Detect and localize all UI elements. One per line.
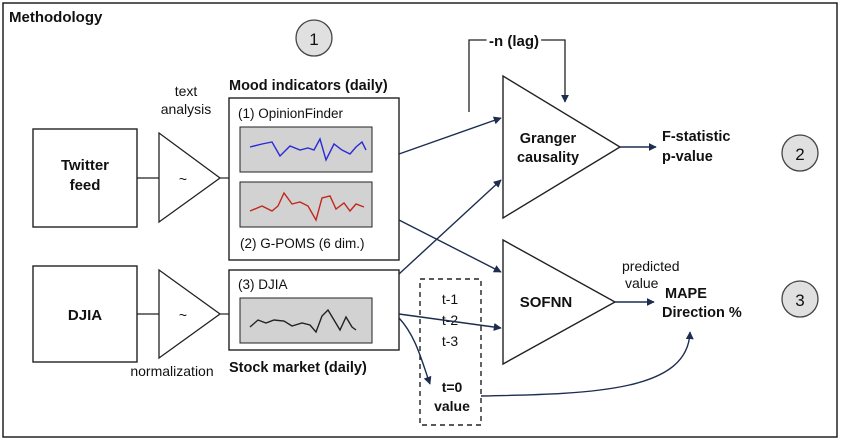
normalization-label: normalization — [130, 363, 213, 379]
filter-symbol-top: ~ — [179, 171, 187, 187]
predicted-label-line2: value — [625, 275, 659, 291]
arrow-stock-to-lags — [398, 313, 502, 331]
opinionfinder-label: (1) OpinionFinder — [238, 106, 344, 121]
sofnn-triangle — [502, 238, 617, 366]
direction-label: Direction % — [662, 305, 742, 321]
twitter-feed-box — [32, 128, 138, 228]
djia-series-label: (3) DJIA — [238, 277, 288, 292]
text-analysis-filter — [158, 131, 222, 224]
step-number-1: 1 — [309, 30, 318, 49]
t0-label-line1: t=0 — [442, 379, 463, 395]
opinionfinder-sparkline — [249, 137, 367, 162]
predicted-label-line1: predicted — [622, 258, 680, 274]
arrow-stock-to-granger — [398, 179, 502, 275]
text-analysis-label-line2: analysis — [161, 101, 212, 117]
twitter-feed-label-line1: Twitter — [61, 157, 109, 174]
djia-sparkline-bg — [239, 297, 373, 344]
mape-label: MAPE — [665, 286, 707, 302]
twitter-feed-label-line2: feed — [70, 177, 101, 194]
opinionfinder-sparkline-bg — [239, 126, 373, 173]
mood-indicators-box — [228, 97, 400, 261]
f-statistic-label: F-statistic — [662, 129, 731, 145]
arrow-t0-to-output — [480, 331, 694, 397]
stock-market-heading: Stock market (daily) — [229, 360, 367, 376]
step-circle-1: 1 — [295, 19, 333, 57]
t0-label-line2: value — [434, 398, 470, 414]
step-number-2: 2 — [795, 145, 804, 164]
sofnn-label: SOFNN — [520, 294, 573, 311]
gpoms-sparkline — [249, 191, 365, 222]
text-analysis-label-line1: text — [175, 83, 198, 99]
gpoms-label: (2) G-POMS (6 dim.) — [240, 236, 365, 251]
djia-input-box — [32, 265, 138, 363]
djia-input-label: DJIA — [68, 307, 102, 324]
granger-label-line2: causality — [517, 150, 579, 166]
step-circle-3: 3 — [781, 280, 819, 318]
arrow-mood-to-sofnn — [398, 219, 502, 273]
step-circle-2: 2 — [781, 134, 819, 172]
step-number-3: 3 — [795, 291, 804, 310]
granger-label-line1: Granger — [520, 131, 577, 147]
granger-causality-triangle — [502, 74, 622, 220]
lag-t-3: t-3 — [442, 333, 459, 349]
arrow-stock-to-t0 — [398, 317, 432, 385]
filter-symbol-bottom: ~ — [179, 307, 187, 323]
p-value-label: p-value — [662, 149, 713, 165]
lag-bracket — [468, 39, 569, 112]
normalization-filter — [158, 268, 222, 360]
lag-values-box — [419, 278, 482, 426]
diagram-title: Methodology — [9, 9, 103, 26]
lag-t-1: t-1 — [442, 291, 459, 307]
lag-t-2: t-2 — [442, 312, 459, 328]
lag-label: -n (lag) — [489, 33, 539, 50]
mood-indicators-heading: Mood indicators (daily) — [229, 78, 388, 94]
arrow-mood-to-granger — [398, 116, 502, 155]
djia-sparkline — [249, 308, 357, 334]
